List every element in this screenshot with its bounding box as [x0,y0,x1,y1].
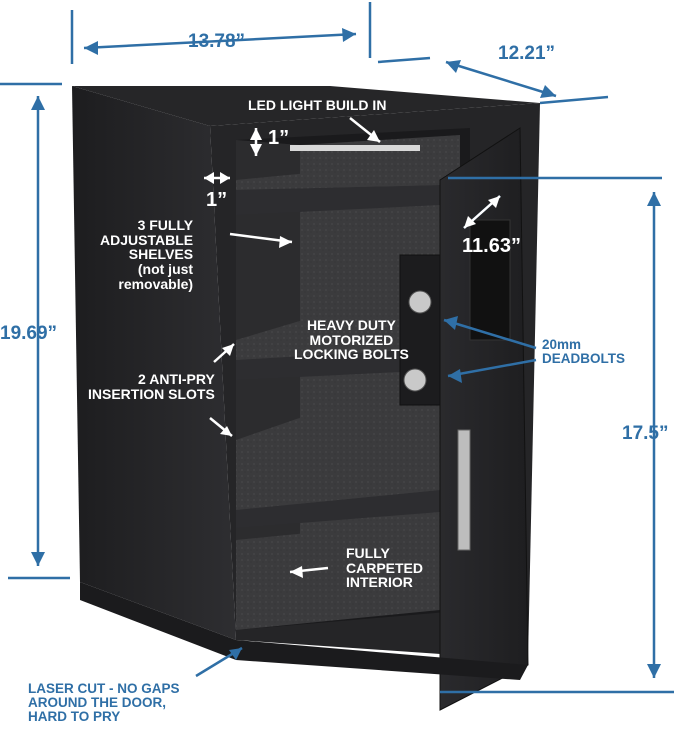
deadbolts-callout: 20mm DEADBOLTS [542,337,625,367]
carpet-callout: FULLY CARPETED INTERIOR [346,546,423,590]
floor-carpet [236,520,440,630]
shelf-2-top [236,300,440,360]
shelves-line-5: removable) [118,275,194,292]
door-diagonal-label: 11.63” [462,235,521,257]
shelves-callout: 3 FULLY ADJUSTABLE SHELVES (not just rem… [100,218,193,291]
depth-label: 12.21” [498,43,556,64]
locking-line-1: HEAVY DUTY [306,317,396,333]
white-arrowheads [204,128,500,578]
door-handle [457,429,471,551]
shelves-line-2: ADJUSTABLE [100,231,194,248]
shelves-line-1: 3 FULLY [137,217,194,233]
locking-callout: HEAVY DUTY MOTORIZED LOCKING BOLTS [294,318,409,362]
gap-side-label: 1” [206,189,228,211]
deadbolt-pointer-top [443,318,537,350]
laser-line-2: AROUND THE DOOR, [28,695,166,711]
antipry-callout: 2 ANTI-PRY INSERTION SLOTS [88,372,215,401]
shelf-3 [236,490,440,528]
depth-extension-left [377,56,431,64]
led-callout: LED LIGHT BUILD IN [248,97,387,113]
shelves-line-3: SHELVES [128,246,194,263]
shelf-1-top [236,168,440,190]
width-label: 13.78” [188,31,246,52]
locking-line-3: LOCKING BOLTS [294,346,409,363]
safe-left-side [72,86,236,640]
dimension-lines [0,2,674,694]
led-light [290,145,420,151]
gap-top-label: 1” [268,127,290,149]
depth-extension-right [539,95,609,105]
safe-body [72,86,540,711]
shelf-1 [236,185,440,215]
shelf-3-top [236,390,440,510]
deadbolts-line-2: DEADBOLTS [542,351,625,367]
shelves-line-4: (not just [137,261,194,278]
laser-callout: LASER CUT - NO GAPS AROUND THE DOOR, HAR… [28,681,180,725]
keypad [469,219,511,341]
locking-line-2: MOTORIZED [309,331,394,348]
antipry-line-1: 2 ANTI-PRY [138,371,215,387]
laser-line-3: HARD TO PRY [28,709,121,725]
door-height-label: 17.5” [622,423,669,444]
antipry-line-2: INSERTION SLOTS [88,385,215,402]
laser-line-1: LASER CUT - NO GAPS [28,681,180,696]
width-arrow-line [83,32,357,50]
safe-door [439,127,529,711]
dimension-arrowheads [31,28,661,678]
carpet-line-2: CARPETED [346,559,424,576]
deadbolt-pointer-bottom [447,358,537,378]
shelf-2 [236,348,440,380]
carpet-line-1: FULLY [346,545,390,561]
safe-base [80,582,528,680]
deadbolt-top [408,290,432,314]
deadbolt-bottom [403,368,427,392]
depth-arrow-line [445,60,557,98]
deadbolts-line-1: 20mm [542,337,582,352]
carpet-line-3: INTERIOR [346,574,413,591]
safe-top [72,86,540,126]
height-label: 19.69” [0,323,58,344]
